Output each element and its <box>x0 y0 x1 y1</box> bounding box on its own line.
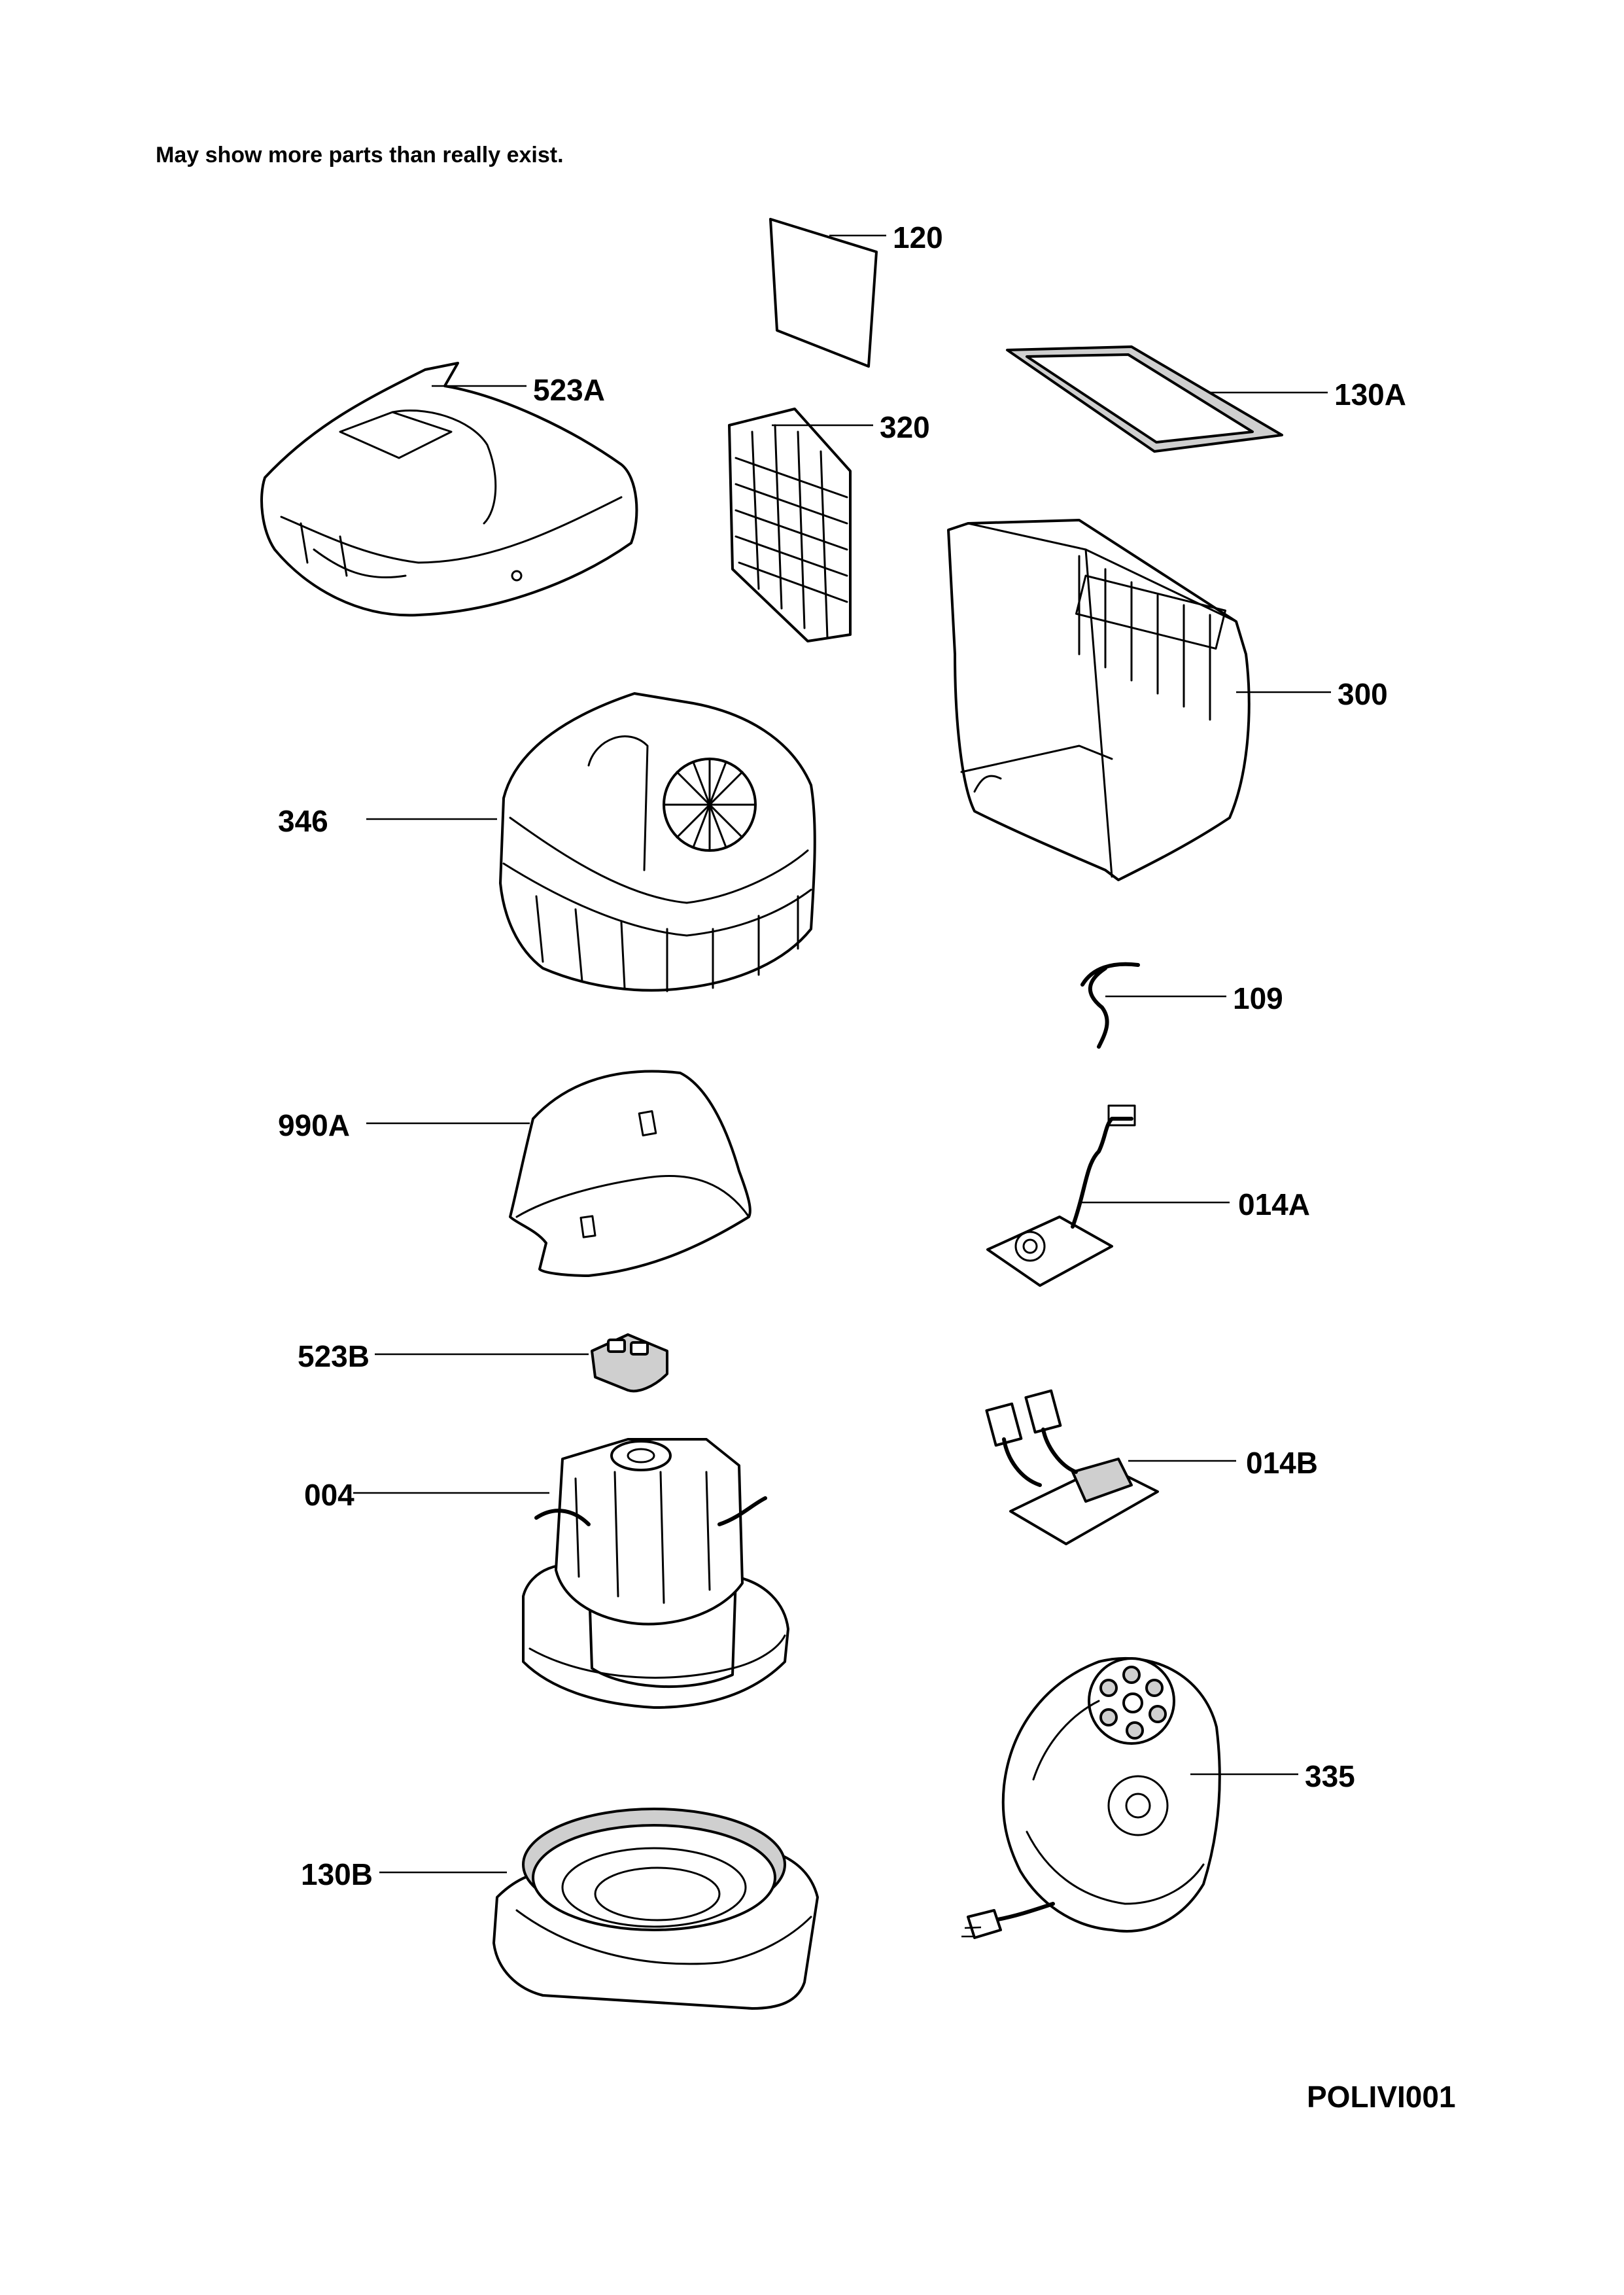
drawing-code: POLIVI001 <box>1307 2080 1456 2114</box>
part-335-cable-reel <box>961 1656 1298 1939</box>
callout-120: 120 <box>893 220 943 254</box>
callout-990a: 990A <box>278 1108 350 1142</box>
part-990a-filter-bag <box>366 1070 752 1277</box>
callout-130a: 130A <box>1334 377 1406 412</box>
disclaimer-note: May show more parts than really exist. <box>156 143 564 167</box>
part-004-motor <box>353 1438 789 1709</box>
callout-014b: 014B <box>1246 1446 1318 1480</box>
callout-320: 320 <box>880 410 930 444</box>
callout-335: 335 <box>1305 1759 1355 1793</box>
callout-346: 346 <box>278 804 328 838</box>
callout-014a: 014A <box>1238 1187 1310 1221</box>
part-346-base-housing <box>366 692 816 992</box>
callout-130b: 130B <box>301 1857 373 1891</box>
part-300-container-housing <box>947 519 1331 881</box>
part-523a-top-cover <box>260 362 638 617</box>
callout-300: 300 <box>1338 677 1388 711</box>
part-130b-exhaust-filter <box>379 1808 819 2010</box>
part-014a-circuit-board <box>986 1104 1230 1287</box>
part-120-filter-pad <box>769 218 886 368</box>
callout-523b: 523B <box>298 1339 370 1373</box>
callout-523a: 523A <box>533 373 605 407</box>
callout-004: 004 <box>304 1478 354 1512</box>
part-109-wire <box>1080 962 1226 1049</box>
part-523b-connector <box>375 1333 668 1393</box>
part-130a-gasket <box>1006 345 1328 453</box>
callout-109: 109 <box>1233 981 1283 1015</box>
part-320-filter-grille <box>728 408 873 642</box>
part-014b-switch <box>985 1389 1236 1545</box>
